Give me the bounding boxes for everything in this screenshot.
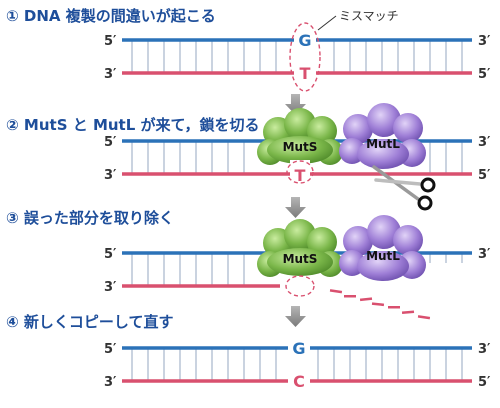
step-2: ② MutS と MutL が来て，鎖を切る 5′ 3′ 3′ 5′	[6, 103, 491, 211]
base-pair-rungs	[131, 348, 463, 381]
base-c: C	[293, 372, 305, 391]
three-prime-label: 3′	[478, 342, 491, 357]
five-prime-label: 5′	[478, 168, 491, 183]
muts-label: MutS	[283, 252, 318, 266]
dna-duplex-1: 5′ 3′ 3′ 5′ G T	[104, 22, 491, 92]
five-prime-label: 5′	[104, 247, 117, 262]
three-prime-label: 3′	[104, 280, 117, 295]
mismatch-label: ミスマッチ	[339, 9, 399, 23]
scissors-icon	[372, 165, 436, 211]
removed-region-circle	[285, 275, 315, 297]
mutl-protein: MutL	[339, 103, 426, 169]
annotation-pointer	[317, 15, 337, 31]
base-t: T	[295, 166, 306, 185]
muts-protein: MutS	[257, 108, 343, 184]
three-prime-label: 3′	[104, 375, 117, 390]
five-prime-label: 5′	[104, 135, 117, 150]
mutl-label: MutL	[366, 137, 400, 151]
five-prime-label: 5′	[478, 67, 491, 82]
base-pair-rungs	[131, 40, 463, 73]
five-prime-label: 5′	[104, 342, 117, 357]
base-bg	[294, 32, 316, 50]
muts-protein: MutS	[257, 219, 343, 277]
base-t: T	[300, 64, 311, 83]
base-pair-rungs	[131, 141, 463, 174]
mismatch-circle	[289, 22, 321, 92]
base-bg	[288, 340, 310, 358]
base-bg	[288, 372, 310, 390]
five-prime-label: 5′	[104, 34, 117, 49]
step-3-title: ③ 誤った部分を取り除く	[6, 209, 174, 227]
step-4-title: ④ 新しくコピーして直す	[6, 313, 173, 331]
removed-fragments	[329, 289, 431, 320]
mutl-label: MutL	[366, 249, 400, 263]
step-1-title: ① DNA 複製の間違いが起こる	[6, 7, 216, 25]
muts-label: MutS	[283, 140, 318, 154]
mutl-protein: MutL	[339, 215, 426, 281]
base-g: G	[298, 31, 311, 50]
five-prime-label: 5′	[478, 375, 491, 390]
three-prime-label: 3′	[104, 67, 117, 82]
down-arrow-icon	[285, 197, 306, 218]
dna-duplex-4: 5′ 3′ 3′ 5′ G C	[104, 339, 491, 391]
base-g: G	[292, 339, 305, 358]
down-arrow-icon	[285, 94, 306, 115]
step-1: ① DNA 複製の間違いが起こる 5′ 3′ 3′ 5′ G	[6, 7, 491, 92]
three-prime-label: 3′	[478, 135, 491, 150]
step-4: ④ 新しくコピーして直す 5′ 3′ 3′ 5′ G	[6, 313, 491, 391]
three-prime-label: 3′	[104, 168, 117, 183]
three-prime-label: 3′	[478, 247, 491, 262]
base-bg	[294, 64, 316, 82]
step-3: ③ 誤った部分を取り除く 5′ 3′ 3′ MutS	[6, 209, 491, 320]
three-prime-label: 3′	[478, 34, 491, 49]
down-arrow-icon	[285, 306, 306, 327]
step-2-title: ② MutS と MutL が来て，鎖を切る	[6, 116, 259, 134]
